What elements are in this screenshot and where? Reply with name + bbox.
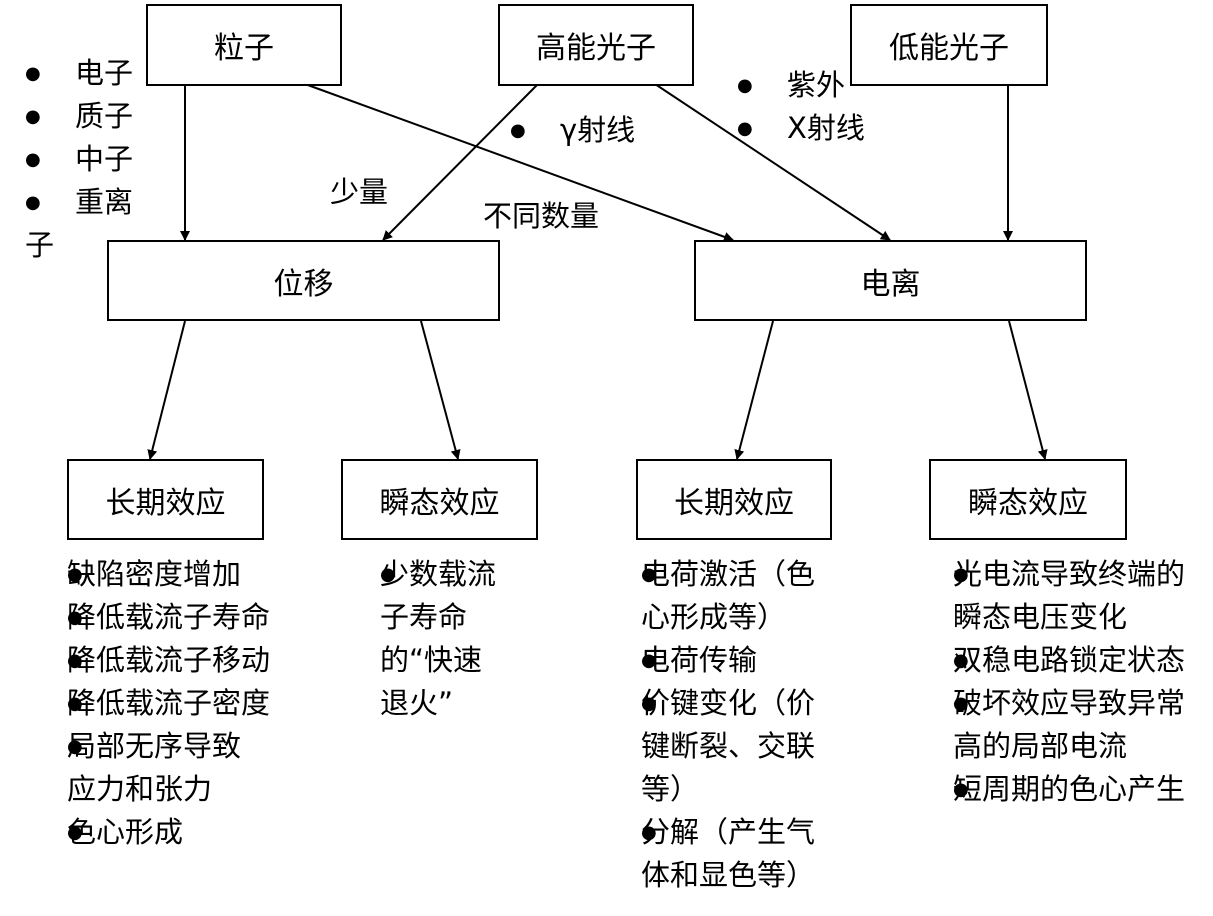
- list-item: 重离子: [25, 181, 155, 267]
- ionization-transient-list: 光电流导致终端的瞬态电压变化 双稳电路锁定状态 破坏效应导致异常高的局部电流 短…: [901, 553, 1201, 811]
- list-item: 缺陷密度增加: [15, 553, 315, 596]
- list-item: 电荷传输: [589, 639, 841, 682]
- arrow-displacement-to-long: [147, 320, 186, 460]
- displacement-long-term-label: 长期效应: [105, 485, 226, 521]
- list-item: 分解（产生气体和显色等）: [589, 811, 841, 897]
- high-energy-photon-box: 高能光子: [498, 4, 694, 86]
- ionization-transient-box: 瞬态效应: [929, 459, 1127, 540]
- displacement-transient-list: 少数载流子寿命的“快速退火”: [332, 553, 532, 725]
- list-item: 中子: [25, 138, 155, 181]
- particle-type-list: 电子 质子 中子 重离子: [25, 52, 155, 267]
- displacement-transient-box: 瞬态效应: [341, 459, 538, 540]
- ionization-long-term-label: 长期效应: [674, 485, 794, 521]
- list-item: 紫外: [737, 64, 897, 107]
- high-energy-photon-label: 高能光子: [536, 31, 656, 66]
- arrow-highphoton-to-ionization: [654, 83, 891, 241]
- list-item: 短周期的色心产生: [901, 768, 1185, 811]
- ionization-long-term-list: 电荷激活（色心形成等） 电荷传输 价键变化（价键断裂、交联等） 分解（产生气体和…: [589, 553, 849, 897]
- list-item: 光电流导致终端的瞬态电压变化: [901, 553, 1185, 639]
- list-item: 色心形成: [15, 811, 315, 854]
- ionization-long-term-box: 长期效应: [636, 459, 832, 540]
- edge-label-few: 少量: [330, 175, 389, 209]
- list-item: 破坏效应导致异常高的局部电流: [901, 682, 1185, 768]
- list-item: 降低载流子寿命: [15, 596, 315, 639]
- displacement-transient-label: 瞬态效应: [379, 485, 500, 521]
- uv-xray-list: 紫外 X射线: [737, 64, 897, 150]
- ionization-transient-label: 瞬态效应: [968, 485, 1088, 521]
- low-energy-photon-label: 低能光子: [889, 31, 1009, 66]
- ionization-label: 电离: [860, 266, 921, 302]
- list-item: 双稳电路锁定状态: [901, 639, 1185, 682]
- arrow-displacement-to-transient: [420, 320, 461, 460]
- edge-label-varying: 不同数量: [483, 199, 600, 233]
- particle-box: 粒子: [146, 4, 342, 86]
- particle-label: 粒子: [214, 31, 274, 66]
- list-item: X射线: [737, 107, 897, 150]
- ionization-box: 电离: [694, 240, 1087, 321]
- list-item: 降低载流子移动: [15, 639, 315, 682]
- displacement-label: 位移: [273, 266, 334, 302]
- list-item: 质子: [25, 95, 155, 138]
- list-item: 降低载流子密度: [15, 682, 315, 725]
- list-item: 价键变化（价键断裂、交联等）: [589, 682, 841, 811]
- list-item: 电子: [25, 52, 155, 95]
- displacement-long-term-list: 缺陷密度增加 降低载流子寿命 降低载流子移动 降低载流子密度 局部无序导致应力和…: [15, 553, 315, 854]
- list-item: 局部无序导致应力和张力: [15, 725, 249, 811]
- displacement-box: 位移: [107, 240, 500, 321]
- list-item: γ射线: [510, 109, 660, 152]
- arrow-particle-to-ionization: [304, 83, 734, 242]
- list-item: 电荷激活（色心形成等）: [589, 553, 841, 639]
- arrow-ionization-to-transient: [1008, 320, 1048, 460]
- gamma-ray-list: γ射线: [510, 109, 660, 152]
- list-item: 少数载流子寿命的“快速退火”: [332, 553, 508, 725]
- arrow-ionization-to-long: [734, 320, 774, 460]
- displacement-long-term-box: 长期效应: [67, 459, 264, 540]
